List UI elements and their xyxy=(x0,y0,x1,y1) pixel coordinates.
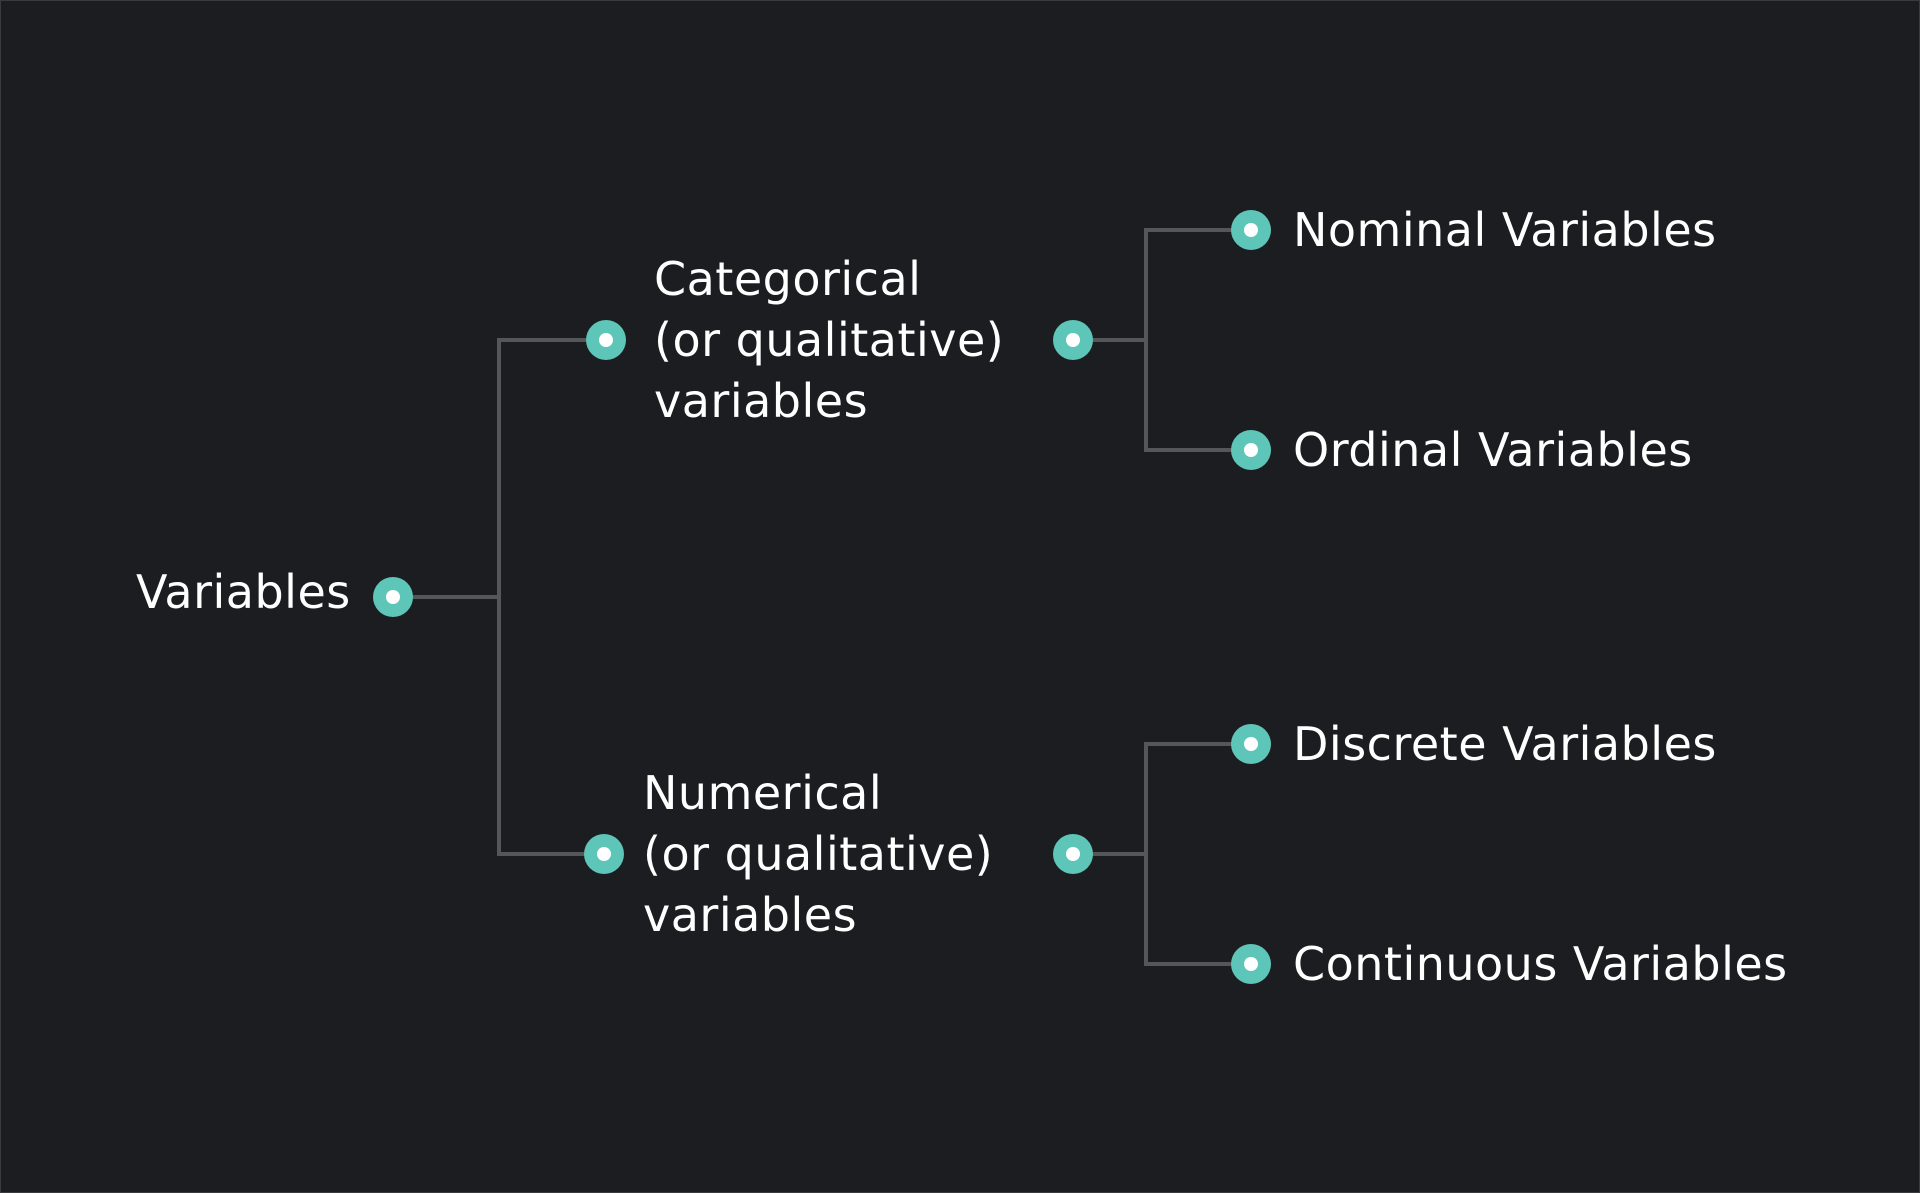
root-node xyxy=(373,577,413,617)
numerical-label-line-1: Numerical xyxy=(643,766,883,820)
numerical-node-out xyxy=(1053,834,1093,874)
nominal-node xyxy=(1231,210,1271,250)
numerical-label-line-2: (or qualitative) xyxy=(643,827,994,881)
numerical-label: Numerical (or qualitative) variables xyxy=(643,763,993,946)
categorical-label-line-3: variables xyxy=(654,374,869,428)
discrete-label: Discrete Variables xyxy=(1293,717,1717,771)
categorical-label-line-1: Categorical xyxy=(654,252,922,306)
continuous-node xyxy=(1231,944,1271,984)
ordinal-label: Ordinal Variables xyxy=(1293,423,1693,477)
root-label: Variables xyxy=(136,565,351,619)
categorical-node-out xyxy=(1053,320,1093,360)
nominal-label: Nominal Variables xyxy=(1293,203,1717,257)
numerical-label-line-3: variables xyxy=(643,888,858,942)
categorical-node-in xyxy=(586,320,626,360)
categorical-label: Categorical (or qualitative) variables xyxy=(654,249,1004,432)
numerical-node-in xyxy=(584,834,624,874)
continuous-label: Continuous Variables xyxy=(1293,937,1788,991)
discrete-node xyxy=(1231,724,1271,764)
categorical-label-line-2: (or qualitative) xyxy=(654,313,1005,367)
ordinal-node xyxy=(1231,430,1271,470)
